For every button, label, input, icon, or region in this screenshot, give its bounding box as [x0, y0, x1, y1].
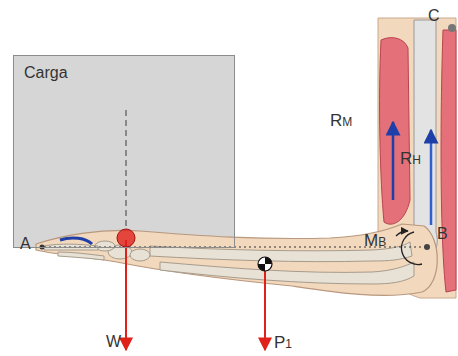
triceps-muscle [441, 30, 456, 292]
rm-force-arrow [392, 122, 395, 200]
moment-arrow [396, 231, 408, 236]
load-title: Carga [14, 56, 78, 90]
moment-label: MB [364, 232, 386, 249]
point-b [424, 244, 430, 250]
weight-arrow [125, 240, 127, 350]
load-fill [13, 55, 235, 248]
load-axis [125, 110, 126, 230]
center-of-mass [258, 257, 272, 271]
load-center [117, 229, 135, 247]
point-a [40, 245, 45, 250]
hand-muscle [60, 238, 92, 244]
rh-force-arrow [430, 130, 433, 225]
force-label: P1 [274, 334, 292, 351]
point-label: B [437, 226, 448, 242]
load-box: Carga [13, 55, 235, 248]
forearm [36, 224, 437, 295]
force-label: W [106, 334, 121, 350]
ulna-bone [160, 262, 414, 284]
force-label: RM [330, 112, 352, 129]
biceps-muscle [380, 38, 410, 225]
point-c [448, 24, 456, 32]
force-label: RH [400, 150, 421, 167]
humerus-bone [410, 20, 437, 258]
forearm-weight-arrow [264, 270, 266, 350]
point-label: A [20, 236, 31, 252]
hand-bones [44, 241, 150, 261]
moment-arc [402, 232, 422, 264]
point-label: C [428, 8, 440, 24]
